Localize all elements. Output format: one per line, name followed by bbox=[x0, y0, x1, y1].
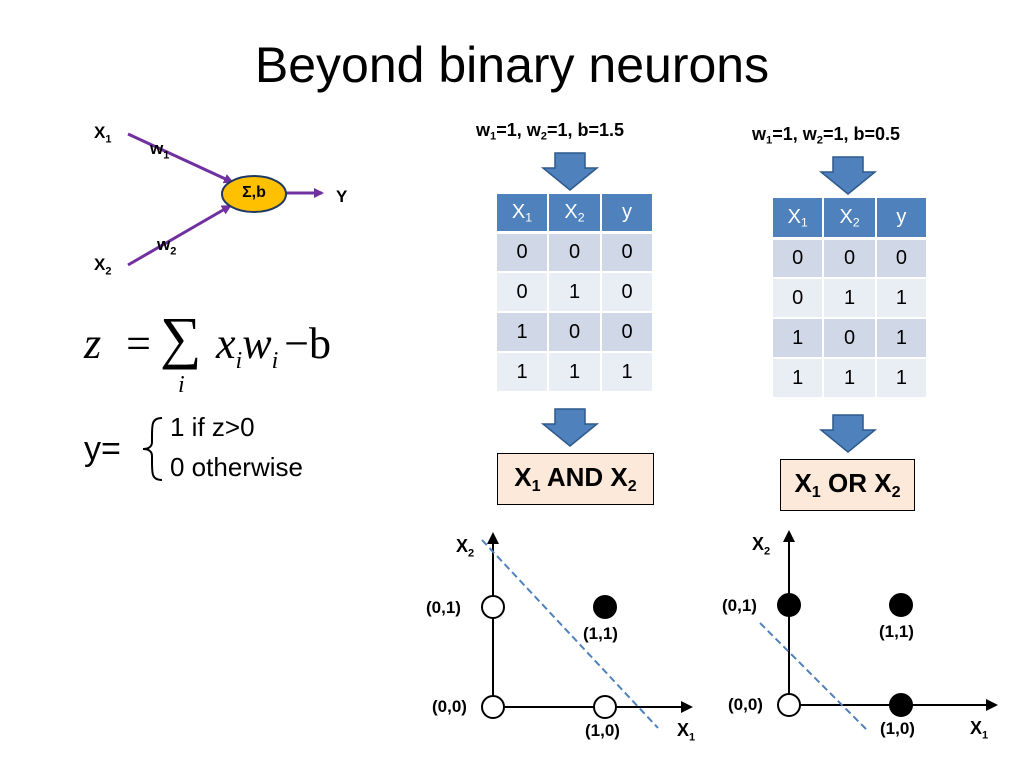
table-cell: 0 bbox=[601, 272, 652, 313]
and-label-0-1: (0,1) bbox=[426, 598, 461, 617]
or-label-1-1: (1,1) bbox=[879, 622, 914, 641]
table-cell: 0 bbox=[497, 232, 549, 273]
neuron-diagram bbox=[127, 132, 324, 267]
or-label-0-1: (0,1) bbox=[722, 596, 757, 615]
table-cell: 1 bbox=[875, 318, 926, 359]
and-result-box: X1 AND X2 bbox=[497, 453, 654, 505]
and-col-x2-header: X2 bbox=[548, 194, 602, 234]
or-params: w1=1, w2=1, b=0.5 bbox=[752, 124, 901, 147]
table-cell: 0 bbox=[875, 238, 926, 279]
output-y-label: Y bbox=[336, 187, 348, 206]
table-cell: 0 bbox=[601, 312, 652, 353]
table-cell: 1 bbox=[497, 312, 549, 353]
table-cell: 1 bbox=[601, 352, 652, 393]
or-down-arrow-bottom-icon bbox=[818, 414, 878, 453]
or-point-1-0 bbox=[889, 693, 913, 717]
or-label-0-0: (0,0) bbox=[728, 695, 763, 714]
table-cell: 0 bbox=[823, 318, 877, 359]
and-separator-line bbox=[481, 539, 659, 729]
and-x-axis-label: X1 bbox=[677, 720, 696, 744]
sum-index: i bbox=[178, 372, 185, 398]
slide-title: Beyond binary neurons bbox=[254, 37, 770, 93]
table-cell: 1 bbox=[823, 358, 877, 399]
input-x1-label: X1 bbox=[94, 123, 112, 146]
node-label: Σ,b bbox=[242, 184, 266, 201]
table-cell: 1 bbox=[773, 318, 825, 359]
or-col-x1-header: X1 bbox=[773, 198, 825, 240]
brace-icon bbox=[142, 417, 163, 481]
table-cell: 1 bbox=[875, 278, 926, 319]
table-cell: 1 bbox=[548, 352, 602, 393]
and-label-1-1: (1,1) bbox=[583, 624, 618, 643]
case-one: 1 if z>0 bbox=[170, 412, 255, 442]
and-point-0-1 bbox=[481, 595, 505, 619]
and-table-header-row: X1 X2 y bbox=[497, 194, 652, 234]
and-params: w1=1, w2=1, b=1.5 bbox=[476, 120, 625, 143]
table-cell: 0 bbox=[773, 238, 825, 279]
table-cell: 0 bbox=[773, 278, 825, 319]
or-col-x2-header: X2 bbox=[823, 198, 877, 240]
table-cell: 1 bbox=[773, 358, 825, 399]
or-point-1-1 bbox=[889, 593, 913, 617]
input-x1-edge bbox=[127, 132, 234, 184]
and-down-arrow-bottom-icon bbox=[540, 408, 600, 447]
or-col-y-header: y bbox=[875, 198, 926, 240]
table-cell: 1 bbox=[497, 352, 549, 393]
or-decision-plot bbox=[759, 530, 998, 732]
and-label-1-0: (1,0) bbox=[585, 721, 620, 740]
or-point-0-0 bbox=[777, 693, 801, 717]
weight-w1-label: w1 bbox=[150, 139, 170, 162]
and-down-arrow-top-icon bbox=[540, 152, 600, 191]
table-cell: 1 bbox=[875, 358, 926, 399]
case-two: 0 otherwise bbox=[170, 452, 303, 482]
table-cell: 1 bbox=[823, 278, 877, 319]
or-y-axis-label: X2 bbox=[752, 534, 771, 558]
and-point-1-1 bbox=[593, 595, 617, 619]
and-label-0-0: (0,0) bbox=[432, 697, 467, 716]
table-cell: 1 bbox=[548, 272, 602, 313]
and-decision-plot bbox=[481, 532, 693, 729]
table-cell: 0 bbox=[601, 232, 652, 273]
or-down-arrow-top-icon bbox=[818, 156, 878, 195]
summation-node bbox=[221, 175, 287, 213]
input-x2-edge bbox=[127, 204, 232, 267]
or-table-header-row: X1 X2 y bbox=[773, 198, 926, 240]
weight-w2-label: w2 bbox=[157, 235, 177, 258]
or-x-axis-label: X1 bbox=[970, 718, 989, 742]
and-col-y-header: y bbox=[601, 194, 652, 234]
and-point-1-0 bbox=[593, 695, 617, 719]
and-col-x1-header: X1 bbox=[497, 194, 549, 234]
table-cell: 0 bbox=[823, 238, 877, 279]
or-separator-line bbox=[759, 622, 869, 732]
sum-term: xiwi−b bbox=[216, 319, 332, 374]
and-point-0-0 bbox=[481, 695, 505, 719]
or-point-0-1 bbox=[777, 593, 801, 617]
table-cell: 0 bbox=[497, 272, 549, 313]
table-cell: 0 bbox=[548, 232, 602, 273]
sum-symbol: ∑ bbox=[160, 305, 202, 370]
activation-formula: z = bbox=[84, 319, 151, 368]
or-result-box: X1 OR X2 bbox=[780, 459, 915, 511]
table-cell: 0 bbox=[548, 312, 602, 353]
input-x2-label: X2 bbox=[94, 255, 112, 278]
or-label-1-0: (1,0) bbox=[880, 719, 915, 738]
y-label: y= bbox=[84, 430, 121, 468]
and-y-axis-label: X2 bbox=[456, 536, 475, 560]
